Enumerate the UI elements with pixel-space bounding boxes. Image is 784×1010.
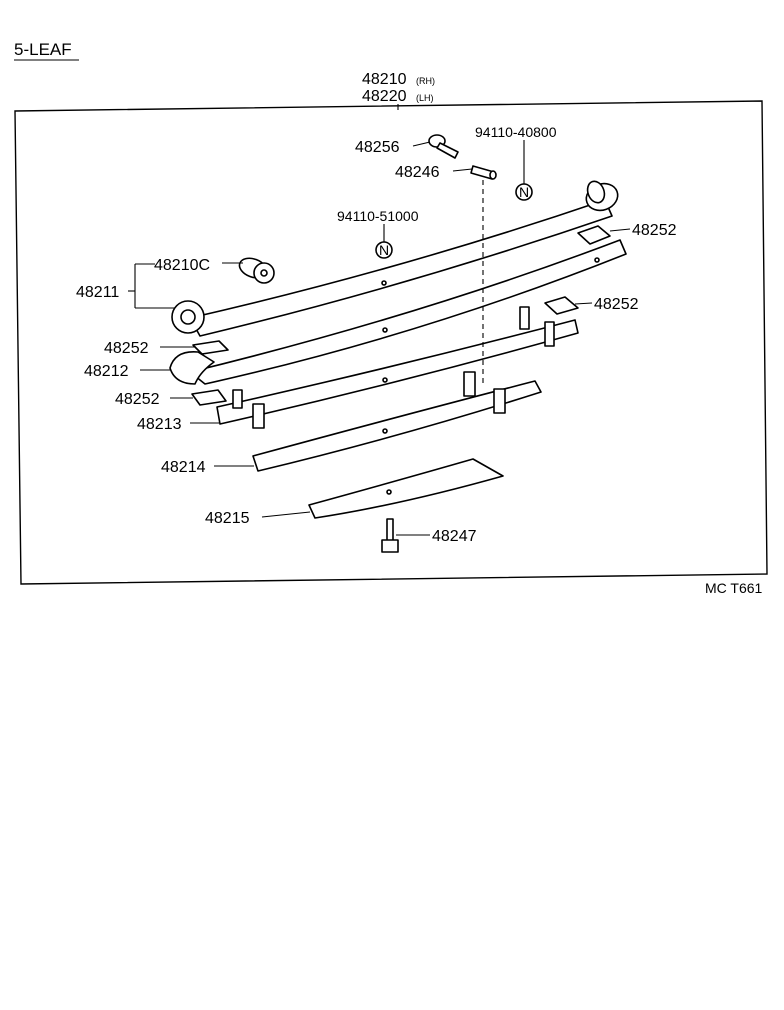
label-48252-left-top: 48252 (104, 340, 149, 357)
label-48246: 48246 (395, 164, 440, 181)
label-48213: 48213 (137, 416, 182, 433)
label-48252-left-low: 48252 (115, 391, 160, 408)
assembly-lh-number: 48220 (362, 88, 407, 105)
diagram-code: MC T661 (705, 580, 763, 596)
diagram-title: 5-LEAF (14, 40, 72, 59)
label-48214: 48214 (161, 459, 206, 476)
label-48210c: 48210C (154, 257, 210, 274)
label-48211: 48211 (76, 284, 119, 301)
leaf-48212 (169, 239, 627, 385)
leader-lines (128, 140, 631, 536)
leaf-48215 (308, 458, 504, 519)
insert-pad-right-top (577, 225, 611, 245)
label-48252-right-top: 48252 (632, 222, 677, 239)
leaf-48213 (216, 306, 579, 429)
label-94110-51000: 94110-51000 (337, 208, 419, 224)
nut-symbol-right: N (515, 183, 533, 201)
bolt-48247 (381, 518, 399, 553)
bushing-48210c (238, 257, 275, 284)
insert-pad-left-top (192, 340, 229, 355)
assembly-rh-suffix: (RH) (416, 76, 435, 86)
label-48215: 48215 (205, 510, 250, 527)
svg-text:N: N (379, 242, 389, 258)
leaf-48214 (252, 371, 542, 472)
label-48256: 48256 (355, 139, 400, 156)
label-48247: 48247 (432, 528, 477, 545)
nut-symbol-center: N (375, 241, 393, 259)
svg-text:N: N (519, 184, 529, 200)
assembly-lh-suffix: (LH) (416, 93, 434, 103)
label-48252-right-mid: 48252 (594, 296, 639, 313)
label-48212: 48212 (84, 363, 129, 380)
leaf-48211 (171, 180, 619, 337)
insert-pad-right-mid (544, 296, 579, 315)
assembly-rh-number: 48210 (362, 71, 407, 88)
label-94110-40800: 94110-40800 (475, 124, 557, 140)
insert-pad-left-low (191, 389, 227, 406)
pin-48246 (470, 165, 497, 180)
diagram-frame (14, 100, 768, 585)
bolt-48256 (428, 134, 459, 159)
